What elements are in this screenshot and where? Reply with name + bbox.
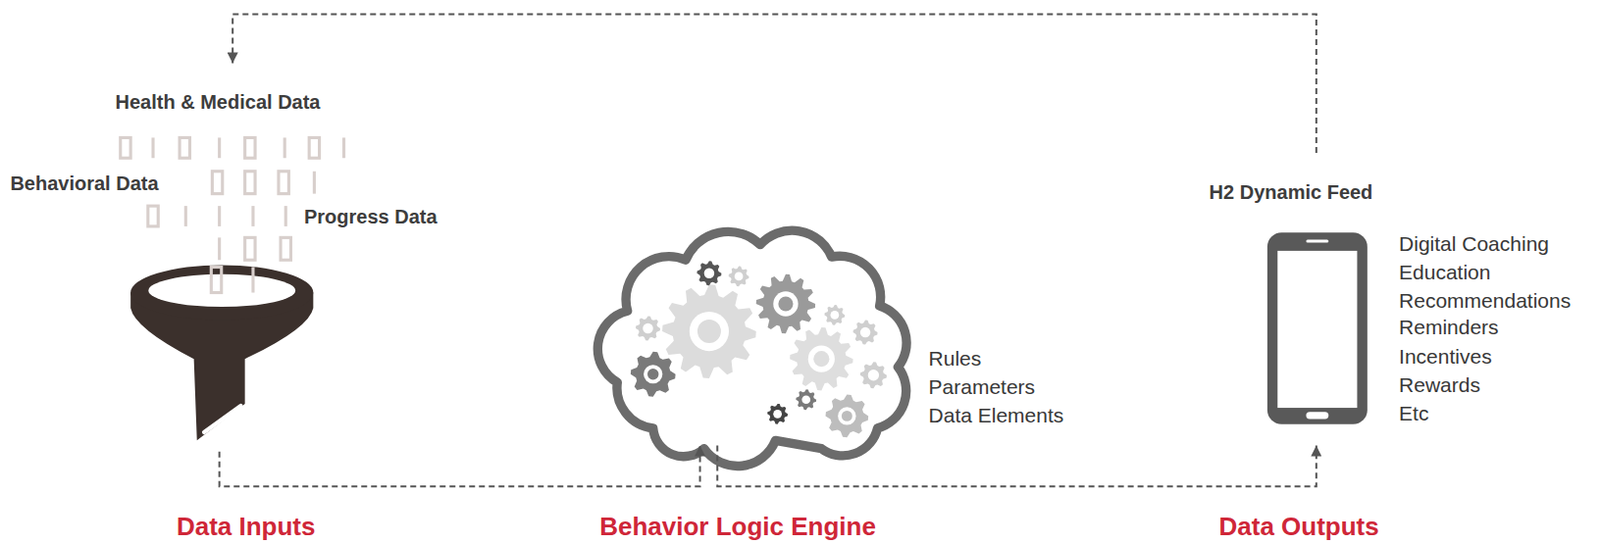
bit-zero	[245, 237, 256, 260]
bit-one	[151, 137, 155, 158]
gear	[696, 260, 722, 286]
gear-hub	[837, 407, 856, 425]
bit-zero	[120, 137, 131, 158]
gear-hub	[642, 323, 653, 334]
bit-zero	[278, 171, 289, 195]
section-caption: Data Inputs	[176, 513, 316, 543]
gear-hub	[868, 369, 879, 381]
gear-axle	[777, 296, 793, 311]
gear-hub	[801, 395, 811, 405]
brain-outline	[597, 230, 907, 466]
funnel-icon	[130, 264, 313, 441]
data-outputs-group: H2 Dynamic FeedDigital CoachingEducation…	[1203, 153, 1597, 447]
brain-icon	[597, 230, 907, 466]
bit-one	[251, 267, 255, 294]
bit-one	[283, 137, 287, 158]
bit-one	[184, 206, 188, 227]
gear	[630, 352, 676, 398]
bit-zero	[309, 137, 319, 158]
gear-hub	[808, 346, 835, 373]
bit-one	[312, 171, 316, 195]
section-caption: Data Outputs	[1219, 513, 1380, 543]
gear-hub	[860, 327, 871, 338]
output-item: Etc	[1398, 402, 1429, 426]
gear	[860, 361, 887, 389]
binary-bits	[120, 137, 345, 260]
gear-hub	[704, 268, 715, 279]
gear	[756, 274, 816, 334]
gear	[767, 404, 788, 425]
bit-zero	[179, 137, 190, 158]
gear	[789, 327, 853, 391]
gear-hub	[829, 310, 839, 320]
gear	[824, 305, 845, 326]
gear-axle	[647, 368, 659, 380]
gear	[662, 284, 757, 379]
output-item: Rewards	[1398, 373, 1481, 398]
engine-item: Data Elements	[929, 404, 1065, 428]
bit-one	[284, 206, 288, 227]
output-item: Reminders	[1398, 315, 1499, 340]
phone-icon	[1267, 232, 1368, 425]
bit-zero	[280, 237, 291, 260]
bit-one	[342, 137, 346, 158]
dashed-connector	[232, 14, 1317, 154]
phone-body	[1267, 232, 1368, 425]
gear-hub	[734, 272, 744, 282]
phone-speaker	[1305, 239, 1329, 243]
output-item: Incentives	[1398, 345, 1493, 369]
input-label: Health & Medical Data	[115, 91, 321, 114]
gear	[853, 320, 878, 346]
bit-one	[217, 137, 221, 158]
section-caption: Behavior Logic Engine	[599, 513, 877, 543]
bit-zero	[245, 171, 256, 195]
funnel-spout-cut	[204, 406, 241, 433]
gear	[635, 315, 661, 341]
bit-zero	[210, 267, 221, 294]
output-item: Education	[1398, 260, 1491, 285]
gear-hub	[689, 311, 729, 352]
bit-one	[217, 206, 221, 227]
bit-zero	[245, 137, 256, 158]
bit-zero	[211, 171, 222, 195]
gear-axle	[813, 351, 829, 367]
feed-heading: H2 Dynamic Feed	[1209, 181, 1374, 205]
gear	[795, 389, 817, 411]
output-item: Recommendations	[1398, 289, 1571, 313]
input-label: Behavioral Data	[9, 172, 158, 196]
phone-button	[1305, 412, 1329, 419]
gear	[728, 265, 750, 287]
phone-screen	[1277, 251, 1357, 409]
gear-hub	[643, 364, 663, 384]
engine-item: Rules	[929, 347, 982, 371]
output-item: Digital Coaching	[1398, 232, 1549, 257]
bit-zero	[148, 206, 158, 227]
bit-one	[217, 237, 221, 260]
gear-hub	[773, 410, 782, 419]
dashed-connector	[717, 446, 1317, 488]
binary-bits-falling	[210, 267, 254, 294]
data-inputs-group: Health & Medical DataBehavioral DataProg…	[4, 62, 469, 452]
bit-one	[251, 206, 255, 227]
gear-hub	[773, 291, 798, 316]
input-label: Progress Data	[304, 206, 438, 229]
gear-axle	[697, 319, 722, 344]
gear-axle	[841, 411, 853, 422]
gear	[825, 395, 870, 439]
engine-item: Parameters	[929, 375, 1036, 400]
behavior-engine-group: RulesParametersData ElementsBehavior Log…	[610, 236, 907, 446]
gears	[630, 260, 887, 438]
illustration-group	[120, 137, 1368, 466]
dashed-connector	[219, 446, 701, 488]
funnel-rim	[130, 264, 313, 320]
